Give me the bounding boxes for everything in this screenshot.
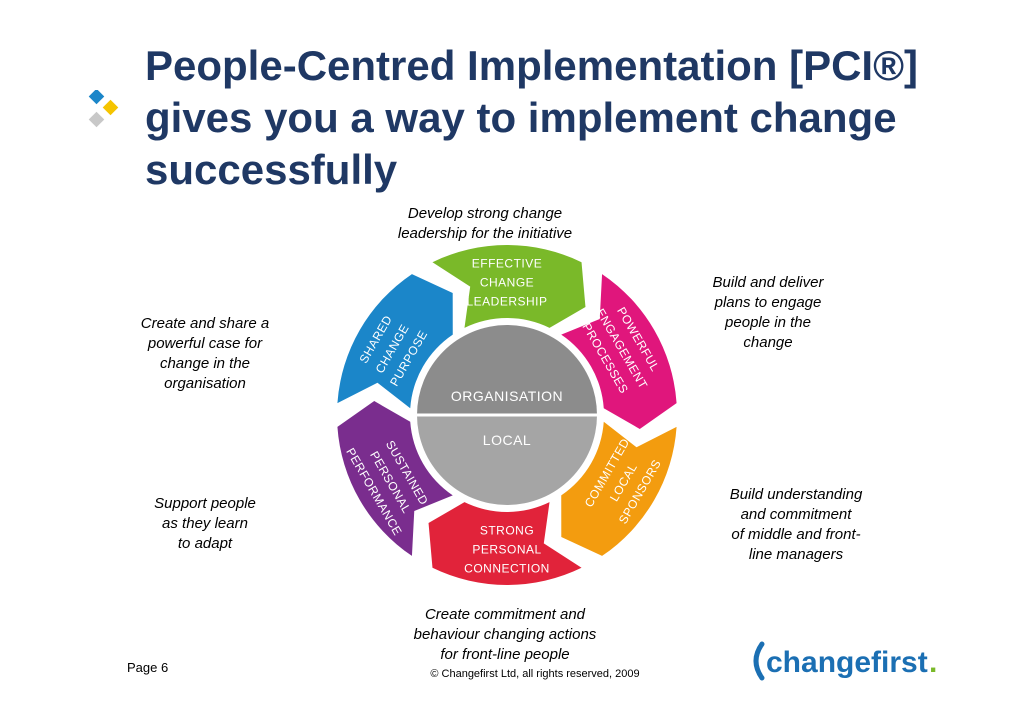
center-organisation-label: ORGANISATION [451, 388, 563, 404]
center-local-label: LOCAL [483, 432, 531, 448]
segment-shape [337, 401, 453, 556]
segment-label: PERSONAL [472, 543, 541, 557]
note-powerful-engagement: Build and deliver plans to engage people… [712, 274, 824, 351]
segment-strong-personal-connection: STRONG PERSONAL CONNECTION [428, 502, 582, 585]
segment-shape [337, 274, 453, 409]
segment-label: EFFECTIVE [472, 257, 543, 271]
logo-text: changefirst [766, 646, 928, 679]
segment-shape [432, 245, 586, 328]
segment-label: STRONG [480, 524, 534, 538]
segment-shape [428, 502, 582, 585]
page-number: Page 6 [127, 660, 169, 675]
segment-effective-change-leadership: EFFECTIVE CHANGE LEADERSHIP [432, 245, 586, 328]
note-shared-change-purpose: Create and share a powerful case for cha… [140, 315, 270, 392]
center-organisation [417, 325, 597, 415]
note-strong-personal-connection: Create commitment and behaviour changing… [413, 606, 597, 663]
note-effective-change-leadership: Develop strong change leadership for the… [397, 205, 573, 242]
copyright-text: © Changefirst Ltd, all rights reserved, … [430, 668, 640, 680]
diamond-bullet-icon [88, 90, 119, 128]
segment-label: CONNECTION [464, 562, 550, 576]
pci-cycle-diagram: EFFECTIVECHANGELEADERSHIPPOWERFULENGAGEM… [337, 245, 677, 585]
segment-shape [561, 274, 677, 429]
segment-shape [561, 421, 677, 556]
slide-title: People-Centred Implementation [PCI®] giv… [145, 42, 919, 193]
changefirst-logo: changefirst . [753, 641, 937, 681]
center-local [417, 415, 597, 505]
segment-label: CHANGE [480, 276, 534, 290]
note-sustained-performance: Support people as they learn to adapt [154, 495, 256, 552]
segment-label: LEADERSHIP [466, 295, 547, 309]
note-committed-local-sponsors: Build understanding and commitment of mi… [729, 486, 863, 563]
logo-dot: . [929, 646, 937, 679]
